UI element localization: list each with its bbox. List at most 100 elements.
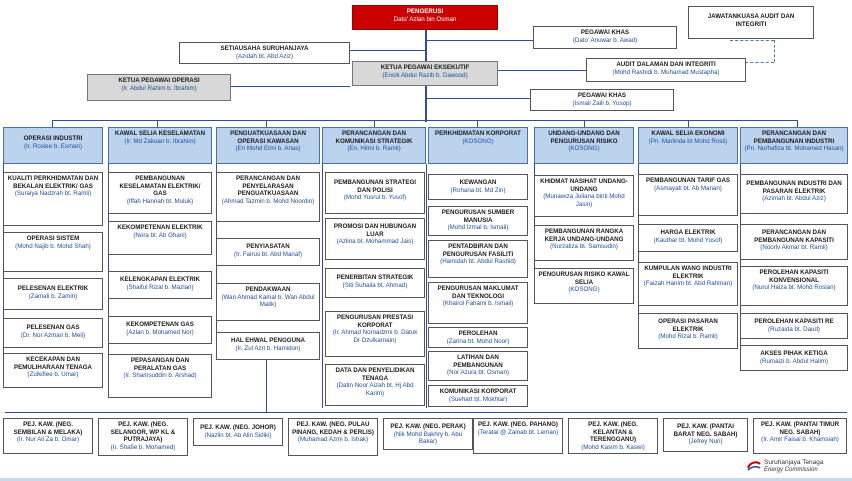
dept-header-3: PENGUATKUASAAN DAN OPERASI KAWASAN (En M…: [216, 127, 320, 164]
unit-title: PROMOSI DAN HUBUNGAN LUAR: [333, 223, 417, 238]
unit-title: HARGA ELEKTRIK: [660, 229, 716, 236]
unit-title: PEMBANGUNAN STRATEGI DAN POLISI: [333, 179, 417, 194]
logo-text-english: Energy Commission: [764, 467, 818, 473]
coo-name: (Ir. Abdul Rahim b. Ibrahim): [121, 84, 197, 92]
unit-title: PENGURUSAN RISIKO KAWAL SELIA: [538, 271, 630, 286]
internal-audit-box: AUDIT DALAMAN DAN INTEGRITI (Mohd Rashid…: [586, 58, 746, 82]
unit-title: PEROLEHAN KAPASITI KONVENSIONAL: [759, 269, 829, 284]
secretary-box: SETIAUSAHA SURUHANJAYA (Azidah bt. Abd A…: [179, 42, 350, 64]
unit-box: PEROLEHAN KAPASITI KONVENSIONAL (Nurul H…: [740, 266, 848, 306]
unit-name: (Kauthar bt. Mohd Yusof): [653, 236, 723, 244]
regional-title: PEJ. KAW. (NEG. KELANTAN & TERENGGANU): [588, 421, 638, 444]
unit-box: PELESENAN ELEKTRIK (Zamali b. Zamin): [3, 278, 103, 310]
unit-name: (Ir. Shamsuddin b. Arshad): [123, 372, 197, 380]
special-officer-name-1: (Dato' Anuwar b. Awad): [572, 36, 638, 44]
dept-header-2: KAWAL SELIA KESELAMATAN (Ir. Md Zakuan b…: [108, 127, 212, 164]
regional-name: (Mohd Kasim b. Kaswi): [581, 443, 645, 451]
unit-title: PELESENAN GAS: [26, 324, 80, 331]
unit-title: PENDAKWAAN: [245, 286, 291, 293]
exec-officer-title: KETUA PEGAWAI EKSEKUTIF: [380, 64, 470, 71]
unit-title: PEMBANGUNAN INDUSTRI DAN PASARAN ELEKTRI…: [746, 180, 842, 195]
audit-committee-title: JAWATANKUASA AUDIT DAN INTEGRITI: [707, 13, 795, 28]
unit-name: (Siti Suhaila bt. Ahmad): [342, 281, 408, 289]
special-officer-box-1: PEGAWAI KHAS (Dato' Anuwar b. Awad): [533, 26, 677, 49]
internal-audit-name: (Mohd Rashidi b. Muhamad Mustapha): [612, 68, 720, 76]
unit-name: (Mohd Izmal b. Ismail): [447, 224, 509, 232]
unit-name: (Mohd Rizal b. Ramli): [658, 333, 718, 341]
dept-title: KAWAL SELIA EKONOMI: [651, 130, 725, 137]
swirl-logo-icon: [747, 461, 761, 471]
unit-name: (Mohd Najib b. Mohd Shah): [15, 242, 91, 250]
unit-name: (Azlina bt. Mohammad Jais): [336, 238, 414, 246]
unit-name: (Rohana bt. Md Zin): [450, 186, 506, 194]
dept-header-1: OPERASI INDUSTRI (Ir. Roslee b. Esman): [3, 127, 103, 164]
unit-title: KHIDMAT NASIHAT UNDANG-UNDANG: [540, 178, 628, 193]
unit-title: HAL EHWAL PENGGUNA: [230, 337, 306, 344]
unit-box: HARGA ELEKTRIK (Kauthar bt. Mohd Yusof): [638, 224, 738, 252]
regional-name: (Teratai @ Zainab bt. Leman): [477, 428, 559, 436]
unit-name: (KOSONG): [568, 286, 600, 294]
unit-title: KUALITI PERKHIDMATAN DAN BEKALAN ELEKTRI…: [7, 175, 99, 190]
unit-name: (Nurzaliza bt. Samsudin): [550, 243, 618, 251]
unit-box: PELESENAN GAS (Dr. Nor Azman b. Meli): [3, 318, 103, 348]
unit-name: (Ir. Fairus bt. Abd Manaf): [233, 250, 303, 258]
exec-officer-box: KETUA PEGAWAI EKSEKUTIF (Encik Abdul Raz…: [352, 61, 498, 86]
unit-title: PENTADBIRAN DAN PENGURUSAN FASILITI: [442, 243, 514, 258]
unit-name: (Nora bt. Ab Ghani): [133, 231, 187, 239]
unit-title: PENERBITAN STRATEGIK: [336, 274, 414, 281]
dept-header-5: PERKHIDMATAN KORPORAT (KOSONG): [428, 127, 528, 164]
dept-header-7: KAWAL SELIA EKONOMI (Pn. Marlinda bt Moh…: [638, 127, 738, 164]
unit-name: (Zamali b. Zamin): [28, 292, 78, 300]
unit-title: PERANCANGAN DAN PEMBANGUNAN KAPASITI: [754, 229, 834, 244]
unit-title: DATA DAN PENYELIDIKAN TENAGA: [335, 367, 415, 382]
unit-title: KECEKAPAN DAN PEMULIHARAAN TENAGA: [13, 356, 93, 371]
internal-audit-title: AUDIT DALAMAN DAN INTEGRITI: [616, 61, 716, 68]
secretary-name: (Azidah bt. Abd Aziz): [235, 52, 294, 60]
dept-title: PERANCANGAN DAN PEMBANGUNAN INDUSTRI: [753, 130, 835, 145]
unit-box: PEPASANGAN DAN PERALATAN GAS (Ir. Shamsu…: [108, 354, 212, 398]
dept-head-name: (En Mohd Elmi b. Anas): [235, 145, 301, 153]
unit-title: PEPASANGAN DAN PERALATAN GAS: [130, 357, 190, 372]
regional-name: (Nazlin bt. Ab Alin Sidiki): [204, 431, 272, 439]
unit-title: KEKOMPETENAN GAS: [126, 321, 194, 328]
dept-title: KAWAL SELIA KESELAMATAN: [114, 130, 206, 137]
unit-title: KEKOMPETENAN ELEKTRIK: [117, 224, 203, 231]
unit-box: PENGURUSAN RISIKO KAWAL SELIA (KOSONG): [534, 268, 634, 304]
chairman-name: Dato' Azlan bin Osman: [393, 15, 457, 23]
dept-title: UNDANG-UNDANG DAN PENGURUSAN RISIKO: [548, 130, 620, 145]
unit-box: PENGURUSAN SUMBER MANUSIA (Mohd Izmal b.…: [428, 206, 528, 236]
unit-box: KECEKAPAN DAN PEMULIHARAAN TENAGA (Zulki…: [3, 353, 103, 388]
dept-title: PERKHIDMATAN KORPORAT: [435, 130, 521, 137]
chairman-box: PENGERUSI Dato' Azlan bin Osman: [352, 5, 498, 30]
regional-name: (Jefrey Nuri): [688, 438, 723, 446]
regional-name: (Ir. Amir Faisal b. Khamsiah): [761, 436, 839, 444]
dept-header-8: PERANCANGAN DAN PEMBANGUNAN INDUSTRI (Pn…: [740, 127, 848, 164]
unit-title: PEMBANGUNAN TARIF GAS: [645, 177, 731, 184]
unit-box: PERANCANGAN DAN PEMBANGUNAN KAPASITI (No…: [740, 224, 848, 260]
energy-commission-logo: Suruhanjaya Tenaga Energy Commission: [746, 456, 846, 478]
special-officer-name-2: (Ismail Zaili b. Yusop): [572, 99, 632, 107]
unit-name: (Iffah Hannah bt. Muluk): [126, 197, 194, 205]
regional-office-3: PEJ. KAW. (NEG. JOHOR) (Nazlin bt. Ab Al…: [193, 418, 283, 446]
regional-title: PEJ. KAW. (PANTAI TIMUR NEG. SABAH): [760, 421, 840, 436]
unit-box: KOMUNIKASI KORPORAT (Suehart bt. Mokhtar…: [428, 385, 528, 407]
unit-title: OPERASI PASARAN ELEKTRIK: [658, 318, 718, 333]
unit-name: (Mohd Yusrul b. Yusof): [343, 194, 407, 202]
coo-title: KETUA PEGAWAI OPERASI: [118, 77, 200, 84]
regional-title: PEJ. KAW. (NEG. PERAK): [390, 423, 466, 430]
dept-head-name: (KOSONG): [568, 145, 600, 153]
dept-head-name: (En. Hilmi b. Ramli): [347, 145, 401, 153]
unit-box: PEMBANGUNAN KESELAMATAN ELEKTRIK/ GAS (I…: [108, 172, 212, 214]
dept-header-4: PERANCANGAN DAN KOMUNIKASI STRATEGIK (En…: [322, 127, 426, 164]
unit-title: PERANCANGAN DAN PENYELARASAN PENGUATKUAS…: [236, 175, 300, 198]
unit-name: (Asmayati bt. Ab Manan): [654, 184, 722, 192]
regional-office-8: PEJ. KAW. (PANTAI BARAT NEG. SABAH) (Jef…: [663, 418, 748, 452]
unit-box: PENGURUSAN PRESTASI KORPORAT (Ir. Ahmad …: [325, 311, 425, 357]
special-officer-title-2: PEGAWAI KHAS: [577, 92, 627, 99]
regional-office-1: PEJ. KAW. (NEG. SEMBILAN & MELAKA) (Ir. …: [3, 418, 93, 454]
unit-name: (Azimah bt. Abdul Aziz): [762, 195, 826, 203]
unit-name: (Datin Noor Aizah bt. Hj Abd Karim): [336, 382, 414, 397]
unit-box: PEMBANGUNAN RANGKA KERJA UNDANG-UNDANG (…: [534, 225, 634, 261]
dept-head-name: (Pn. Marlinda bt Mohd Rosli): [648, 137, 728, 145]
dept-title: PENGUATKUASAAN DAN OPERASI KAWASAN: [230, 130, 306, 145]
